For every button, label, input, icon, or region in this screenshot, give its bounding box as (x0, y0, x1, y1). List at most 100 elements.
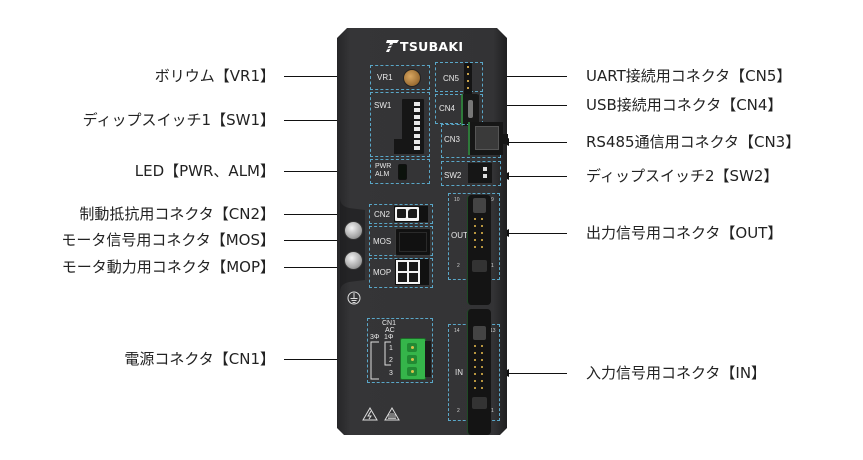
screw-lower (344, 251, 363, 270)
callout-label-vr1: ボリウム【VR1】 (154, 67, 275, 85)
tsubaki-logo: TSUBAKI (385, 38, 463, 54)
connector-pin (474, 246, 476, 248)
sw1-panel-label: SW1 (374, 101, 392, 110)
alm-panel-label: ALM (375, 171, 390, 178)
connector-pin (481, 345, 483, 347)
connector-pin (474, 380, 476, 382)
callout-arrow-in (501, 369, 567, 377)
cn1-pin-label-3: 3 (389, 370, 393, 377)
callout-label-led: LED【PWR、ALM】 (134, 162, 275, 180)
ac-panel-label: AC (385, 327, 395, 334)
cn5-panel-label: CN5 (443, 74, 460, 83)
vr1-potentiometer-knob[interactable] (403, 69, 421, 87)
sw1-toggle[interactable] (414, 139, 420, 144)
in-pin-label-1: 1 (491, 408, 494, 414)
connector-pin (474, 352, 476, 354)
sw1-toggle[interactable] (414, 114, 420, 119)
callout-label-cn5: UART接続用コネクタ【CN5】 (586, 67, 792, 85)
sw1-toggle[interactable] (414, 120, 420, 125)
in-pin-label-2: 2 (457, 408, 460, 414)
brand-name: TSUBAKI (400, 38, 464, 54)
out-panel-label: OUT (451, 231, 468, 240)
callout-arrow-out (501, 229, 567, 237)
sw1-region (370, 92, 430, 157)
connector-pin (481, 246, 483, 248)
cn4-usb-connector[interactable] (461, 94, 479, 126)
connector-pin (481, 218, 483, 220)
sw2-dip-switch[interactable] (468, 163, 492, 183)
callout-label-mos: モータ信号用コネクタ【MOS】 (61, 231, 275, 249)
out-pin-label-2: 2 (457, 263, 460, 269)
sw1-dip-switch[interactable] (394, 99, 424, 154)
cn2-brake-resistor-connector[interactable] (394, 206, 428, 222)
vr1-panel-label: VR1 (377, 73, 393, 82)
connector-pin (474, 373, 476, 375)
connector-pin (474, 366, 476, 368)
connector-pin (481, 232, 483, 234)
connector-pin (481, 225, 483, 227)
connector-pin (481, 387, 483, 389)
connector-pin (474, 345, 476, 347)
vr1-region (370, 65, 430, 90)
connector-pin (481, 373, 483, 375)
connector-pin (481, 366, 483, 368)
callout-arrow-cn3 (501, 138, 567, 146)
callout-label-in: 入力信号用コネクタ【IN】 (586, 364, 767, 382)
callout-label-sw1: ディップスイッチ1【SW1】 (82, 111, 275, 129)
connector-pin (474, 239, 476, 241)
cn3-rs485-connector[interactable] (468, 122, 508, 155)
connector-pin (474, 232, 476, 234)
one-phase-label: 1Φ (384, 334, 394, 341)
connector-pin (481, 380, 483, 382)
cn5-uart-connector[interactable] (464, 63, 472, 103)
cn2-region (369, 204, 433, 224)
mop-motor-power-connector[interactable] (395, 259, 429, 285)
callout-label-cn3: RS485通信用コネクタ【CN3】 (586, 133, 801, 151)
phase-bracket (370, 341, 391, 380)
connector-pin (474, 225, 476, 227)
out-pin-label-9: 9 (491, 197, 494, 203)
cn1-power-terminal[interactable] (400, 338, 431, 380)
cn3-panel-label: CN3 (444, 135, 461, 144)
sw1-toggle[interactable] (414, 133, 420, 138)
out-signal-connector[interactable] (467, 195, 491, 305)
cn1-panel-label: CN1 (382, 320, 397, 327)
sw1-toggle[interactable] (414, 108, 420, 113)
sw2-region (441, 161, 501, 186)
callout-arrow-sw2 (501, 172, 567, 180)
ground-icon (347, 291, 361, 305)
sw1-toggle[interactable] (414, 146, 420, 151)
callout-label-sw2: ディップスイッチ2【SW2】 (586, 167, 779, 185)
in-pin-label-14: 14 (454, 328, 460, 334)
callout-label-cn4: USB接続用コネクタ【CN4】 (586, 96, 783, 114)
in-signal-connector[interactable] (467, 309, 491, 435)
cn1-region (367, 318, 433, 383)
callout-label-cn2: 制動抵抗用コネクタ【CN2】 (79, 205, 275, 223)
connector-pin (481, 359, 483, 361)
pwr-alm-led (398, 164, 407, 180)
mos-motor-signal-connector[interactable] (395, 228, 431, 256)
connector-pin (474, 359, 476, 361)
in-pin-label-13: 13 (490, 328, 496, 334)
servo-driver-device: TSUBAKI VR1 SW1 PWR ALM CN5 CN4 CN3 SW2 (337, 28, 508, 435)
cn5-region (435, 62, 483, 92)
sw2-panel-label: SW2 (444, 171, 462, 180)
cn2-panel-label: CN2 (374, 210, 391, 219)
callout-label-cn1: 電源コネクタ【CN1】 (124, 350, 275, 368)
out-pin-label-10: 10 (454, 197, 460, 203)
led-region (370, 159, 430, 184)
sw1-toggle[interactable] (414, 102, 420, 106)
callout-label-out: 出力信号用コネクタ【OUT】 (586, 224, 783, 242)
screw-upper (344, 221, 363, 240)
cn4-panel-label: CN4 (439, 104, 456, 113)
out-pin-label-1: 1 (491, 263, 494, 269)
sw1-toggle[interactable] (414, 127, 420, 132)
callout-label-mop: モータ動力用コネクタ【MOP】 (61, 258, 275, 276)
electric-shock-warning-icon (362, 407, 378, 421)
hot-surface-warning-icon (384, 407, 400, 421)
three-phase-label: 3Φ (370, 334, 380, 341)
cn1-pin-label-1: 1 (389, 345, 393, 352)
connector-pin (474, 387, 476, 389)
mos-panel-label: MOS (373, 237, 392, 246)
pwr-panel-label: PWR (375, 163, 392, 170)
